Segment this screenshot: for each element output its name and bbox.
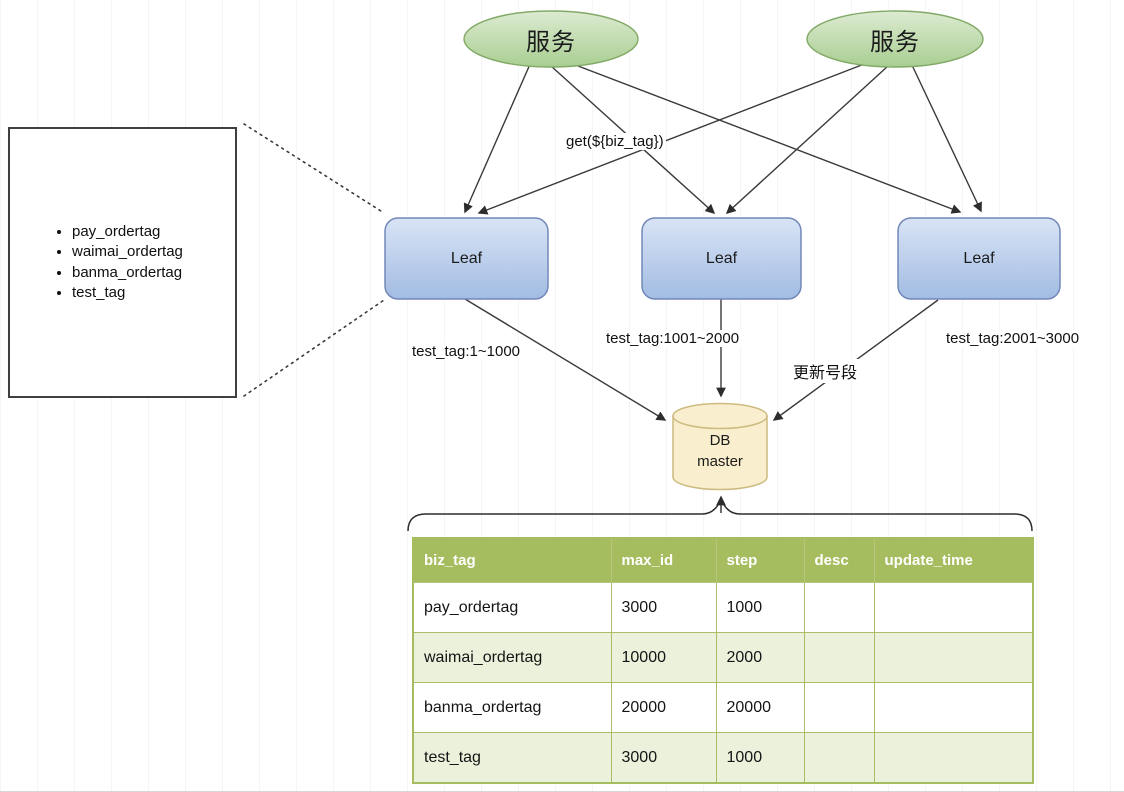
table-row: test_tag 3000 1000 (412, 732, 1034, 784)
db-master-cylinder (672, 402, 768, 491)
cell-step: 1000 (715, 732, 805, 784)
service-node-1 (463, 10, 639, 68)
cell-update-time (873, 682, 1034, 733)
col-header-step: step (715, 537, 805, 583)
cell-desc (803, 732, 875, 784)
db-master-label: DB master (673, 424, 767, 478)
biz-tag-item: banma_ordertag (72, 263, 235, 284)
cell-max-id: 10000 (610, 632, 717, 683)
edge-label-update-segment: 更新号段 (791, 359, 860, 383)
cell-max-id: 20000 (610, 682, 717, 733)
edge-service2-leaf3 (910, 62, 982, 213)
edge-label-leaf2-range: test_tag:1001~2000 (604, 330, 742, 347)
cell-update-time (873, 632, 1034, 683)
service-node-2 (806, 10, 984, 68)
biz-tag-item: waimai_ordertag (72, 242, 235, 263)
leaf-node-3-label: Leaf (963, 249, 995, 267)
cell-biz-tag: pay_ordertag (412, 582, 612, 633)
edge-label-leaf3-range: test_tag:2001~3000 (944, 330, 1082, 347)
cell-update-time (873, 732, 1034, 784)
dotted-link-panel-bottom (243, 299, 385, 397)
col-header-desc: desc (803, 537, 875, 583)
leaf-node-2 (641, 217, 802, 300)
db-segments-table: biz_tag max_id step desc update_time pay… (412, 537, 1034, 784)
biz-tag-list-panel: pay_ordertag waimai_ordertag banma_order… (8, 127, 237, 398)
dotted-link-panel-top (243, 123, 385, 214)
leaf-node-1 (384, 217, 549, 300)
biz-tag-list: pay_ordertag waimai_ordertag banma_order… (10, 222, 235, 304)
db-label-line2: master (697, 453, 743, 470)
edge-service1-leaf3 (564, 60, 962, 214)
edge-service1-leaf1 (463, 61, 532, 214)
edge-label-leaf1-range: test_tag:1~1000 (410, 343, 523, 360)
table-row: banma_ordertag 20000 20000 (412, 682, 1034, 733)
cell-max-id: 3000 (610, 582, 717, 633)
leaf-node-1-label: Leaf (450, 249, 483, 267)
service-node-2-label: 服务 (870, 28, 920, 56)
service-node-1-label: 服务 (526, 28, 576, 56)
leaf-node-2-label: Leaf (705, 249, 738, 267)
cell-biz-tag: waimai_ordertag (412, 632, 612, 683)
table-to-db-brace (407, 496, 1033, 532)
cell-desc (803, 582, 875, 633)
cell-max-id: 3000 (610, 732, 717, 784)
col-header-max-id: max_id (610, 537, 717, 583)
cell-update-time (873, 582, 1034, 633)
table-header-row: biz_tag max_id step desc update_time (412, 537, 1034, 583)
cell-step: 1000 (715, 582, 805, 633)
cell-step: 20000 (715, 682, 805, 733)
table-row: pay_ordertag 3000 1000 (412, 582, 1034, 633)
biz-tag-item: pay_ordertag (72, 222, 235, 243)
db-label-line1: DB (709, 432, 731, 449)
table-row: waimai_ordertag 10000 2000 (412, 632, 1034, 683)
cell-desc (803, 632, 875, 683)
cell-desc (803, 682, 875, 733)
cell-step: 2000 (715, 632, 805, 683)
edge-leaf1-db (464, 298, 667, 421)
edge-service2-leaf2 (725, 65, 889, 214)
cell-biz-tag: test_tag (412, 732, 612, 784)
edge-label-get-request: get(${biz_tag}) (564, 133, 666, 150)
cell-biz-tag: banma_ordertag (412, 682, 612, 733)
col-header-biz-tag: biz_tag (412, 537, 612, 583)
leaf-node-3 (897, 217, 1061, 300)
col-header-update-time: update_time (873, 537, 1034, 583)
biz-tag-item: test_tag (72, 283, 235, 304)
edge-service2-leaf1 (477, 60, 873, 215)
